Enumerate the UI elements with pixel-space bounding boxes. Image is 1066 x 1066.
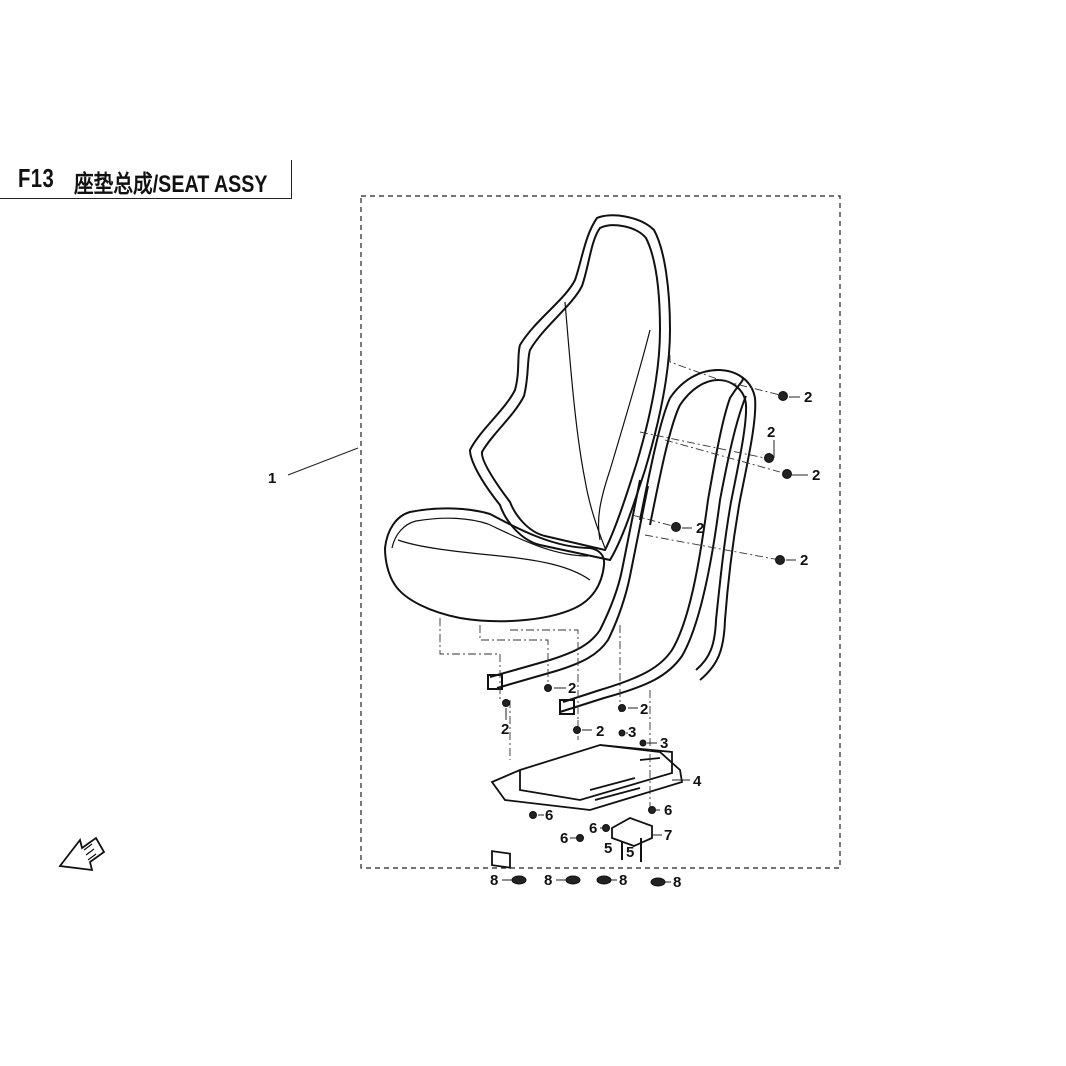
flange-nut [565, 875, 581, 885]
bolt-head [778, 391, 788, 401]
callout-8: 8 [490, 872, 498, 889]
bolt-head [618, 704, 626, 712]
spacer-block [611, 817, 653, 847]
bolt-head [576, 834, 584, 842]
callout-7: 7 [664, 827, 672, 844]
callout-leaders [502, 396, 808, 883]
callout-6: 6 [560, 830, 568, 847]
callout-6: 6 [545, 807, 553, 824]
callout-3: 3 [660, 735, 668, 752]
diagram-title: 座垫总成/SEAT ASSY [74, 171, 268, 198]
bolt-head [764, 453, 774, 463]
callout-8: 8 [619, 872, 627, 889]
callout-2: 2 [696, 520, 704, 537]
front-direction-arrow-icon [58, 836, 106, 872]
leader-1 [287, 447, 359, 476]
seat-frame-hoop [487, 368, 757, 715]
bolt-head [529, 811, 537, 819]
mounting-bracket [490, 744, 684, 869]
bolt-head [602, 824, 610, 832]
callout-2: 2 [804, 389, 812, 406]
bolt-head [573, 726, 581, 734]
seat-cushion [383, 214, 672, 623]
diagram-header: F13 座垫总成/SEAT ASSY [0, 160, 292, 199]
callout-2: 2 [568, 680, 576, 697]
callout-2: 2 [767, 424, 775, 441]
bolt-head [544, 684, 552, 692]
callout-8: 8 [673, 874, 681, 891]
callout-5: 5 [604, 840, 612, 857]
callout-6: 6 [589, 820, 597, 837]
callout-2: 2 [640, 701, 648, 718]
fasteners [502, 391, 792, 887]
nut-head [639, 739, 647, 747]
bolt-head [648, 806, 656, 814]
callout-2: 2 [800, 552, 808, 569]
bolt-head [671, 522, 681, 532]
flange-nut [511, 875, 527, 885]
flange-nut [650, 877, 666, 887]
diagram-code: F13 [18, 163, 55, 193]
callout-4: 4 [693, 773, 702, 790]
assembly-boundary [360, 195, 841, 869]
callout-5: 5 [626, 844, 634, 861]
callout-2: 2 [596, 723, 604, 740]
callout-1: 1 [268, 470, 276, 487]
callout-2: 2 [501, 721, 509, 738]
bolt-head [775, 555, 785, 565]
assembly-leaders [439, 355, 781, 808]
callout-8: 8 [544, 872, 552, 889]
header-divider [291, 160, 292, 198]
callout-2: 2 [812, 467, 820, 484]
bolt-head [782, 469, 792, 479]
nut-head [618, 729, 626, 737]
bolt-head [502, 699, 510, 707]
header-underline [0, 198, 292, 199]
callout-3: 3 [628, 724, 636, 741]
flange-nut [596, 875, 612, 885]
callout-6: 6 [664, 802, 672, 819]
